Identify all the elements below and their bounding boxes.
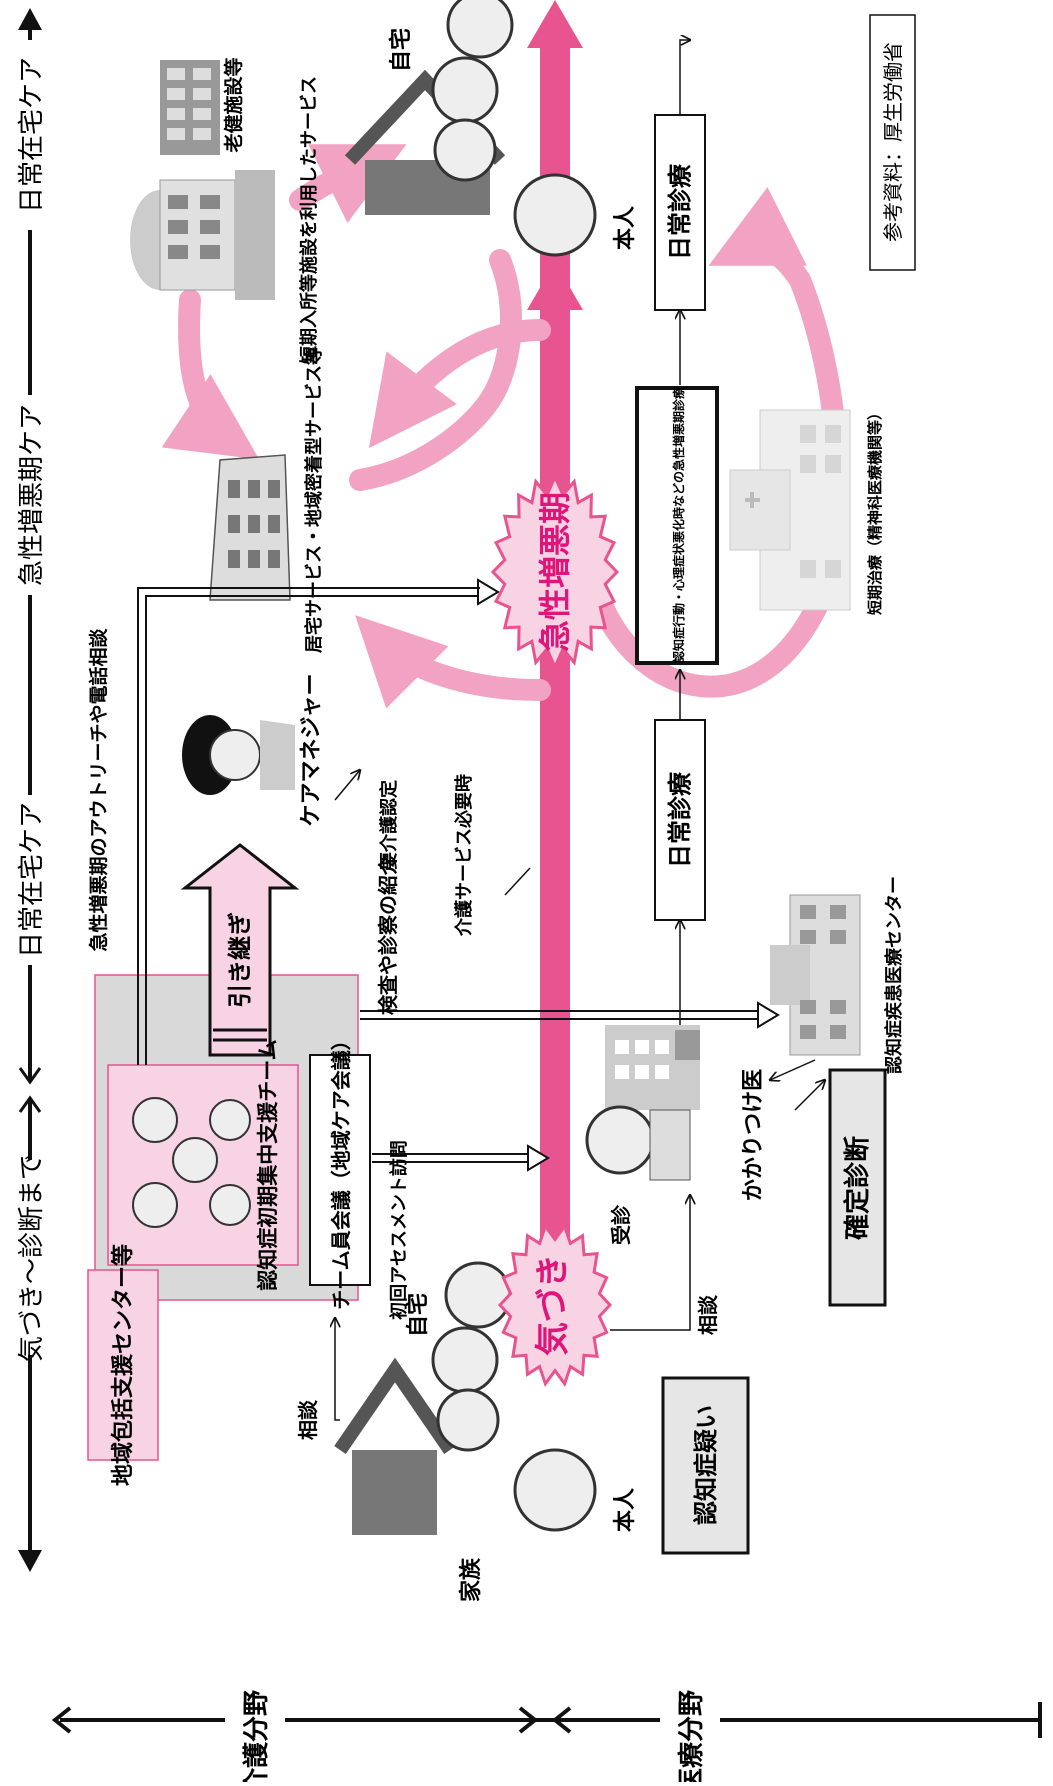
short-term-service-label: 短期入所等施設を利用したサービス [298,76,320,364]
team-label: 認知症初期集中支援チーム [256,1039,280,1290]
field-axis [51,1700,1042,1782]
thin-arrows [335,40,825,1421]
source-text: 参考資料：厚生労働省 [881,42,905,242]
psychiatric-hospital-icon [729,409,851,611]
home-service-label: 居宅サービス・地域密着型サービス等 [303,347,325,653]
person-top-label: 本人 [613,206,638,250]
acute-medical-label: 認知症行動・心理症状悪化時などの急性増悪期診療 [671,387,686,663]
acute-burst [490,473,620,671]
phase-axis [12,8,48,1572]
referral-arrow [360,1001,780,1029]
definitive-diagnosis-box [828,1068,887,1307]
person-bottom-label: 本人 [613,1488,638,1532]
phase-acute-care: 急性増悪期ケア [17,404,47,586]
short-term-treatment-label: 短期治療（精神科医療機関等） [866,405,884,615]
referral-label: 検査や診察の紹介 [376,854,400,1015]
short-term-facility-icon [130,170,275,300]
home-bottom-label: 自宅 [405,1293,431,1337]
person-top-icon [513,173,597,257]
field-medical: 医療分野 [677,1690,707,1782]
doctor-icon [585,1105,691,1181]
visit-label: 受診 [609,1204,633,1245]
care-manager-icon [182,715,295,795]
family-faces-top-icon [431,0,514,182]
phase-awareness: 気づき～診断まで [17,1154,47,1362]
acute-label: 急性増悪期 [536,492,574,652]
suspicion-label: 認知症疑い [692,1405,720,1525]
dementia-center-label: 認知症疾患医療センター [883,876,905,1074]
phase-daily-home-care-1: 日常在宅ケア [17,802,47,958]
clinic-icon [605,1025,700,1110]
meeting-label: チーム員会議（地域ケア会議） [329,1030,353,1309]
daily-medical-box-1 [654,719,706,921]
daily-medical-box-2 [654,114,706,311]
home-service-building-icon [209,454,291,601]
care-manager-label: ケアマネジャー [299,674,324,827]
house-bottom-icon [334,1357,456,1535]
center-label-box [87,1269,159,1461]
family-doctor-label: かかりつけ医 [741,1069,766,1201]
family-faces-bottom-icon [431,1261,512,1452]
daily-medical-1-label: 日常診療 [666,771,694,868]
elderly-facility-icon [160,60,220,155]
consult-right-label: 相談 [696,1294,720,1335]
definitive-diagnosis-label: 確定診断 [842,1136,873,1240]
certification-label: 要介護認定 [378,780,400,870]
center-label: 地域包括支援センター等 [110,1244,136,1486]
dementia-center-icon [770,894,861,1056]
home-top-label: 自宅 [388,28,414,72]
outreach-label: 急性増悪期のアウトリーチや電話相談 [87,628,110,952]
handover-label: 引き継ぎ [226,912,254,1008]
awareness-label: 気づき [533,1254,573,1356]
source-box [869,14,916,271]
family-label: 家族 [458,1557,484,1602]
meeting-box [309,1054,371,1286]
acute-medical-box [635,386,719,665]
elderly-facility-label: 老健施設等 [222,57,245,152]
field-care: 介護分野 [241,1690,272,1782]
consult-left-label: 相談 [296,1399,320,1440]
daily-medical-2-label: 日常診療 [666,163,694,260]
person-bottom-icon [513,1448,597,1532]
handover-arrow [180,843,300,1057]
phase-daily-home-care-2: 日常在宅ケア [17,57,47,213]
initial-visit-label: 初回アセスメント訪問 [388,1140,410,1320]
team-faces-icon [132,1097,251,1228]
service-needed-label: 介護サービス必要時 [453,774,475,937]
suspicion-box [661,1376,750,1555]
awareness-burst [497,1222,613,1388]
initial-visit-arrow [372,1144,550,1172]
